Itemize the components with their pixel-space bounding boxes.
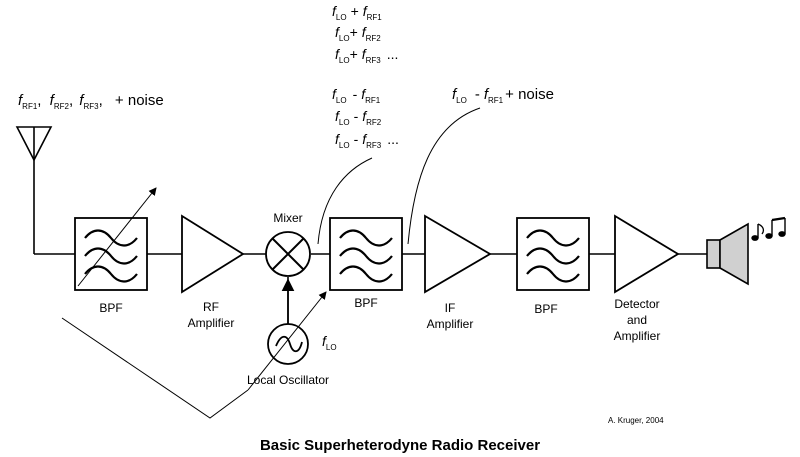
bpf-2	[329, 217, 403, 291]
if-signal-label: fLO-fRF1+ noise	[452, 86, 554, 105]
speaker-icon	[706, 222, 749, 286]
rf-amp-label-1: RF	[203, 300, 219, 314]
rf-amplifier	[181, 214, 245, 294]
bpf-3-label: BPF	[534, 302, 557, 316]
mixer-sum-2: fLO+fRF2	[335, 24, 381, 43]
mixer-diff-1: fLO-fRF1	[332, 86, 381, 105]
bpf-1	[74, 187, 157, 291]
detector-label-3: Amplifier	[614, 329, 661, 343]
diagram-title: Basic Superheterodyne Radio Receiver	[260, 437, 540, 454]
mixer-sum-3: fLO+fRF3...	[335, 46, 398, 65]
rf-amp-label-2: Amplifier	[188, 316, 235, 330]
music-notes-icon	[751, 216, 786, 241]
mixer-label: Mixer	[273, 211, 302, 225]
bpf-2-label: BPF	[354, 296, 377, 310]
detector-label-2: and	[627, 313, 647, 327]
tuning-link	[61, 291, 327, 419]
if-amplifier	[424, 214, 492, 294]
detector-label-1: Detector	[614, 297, 659, 311]
pointer-mixer-output	[317, 157, 373, 245]
bpf-1-label: BPF	[99, 301, 122, 315]
detector-amplifier	[614, 214, 680, 294]
bpf-3	[516, 217, 590, 291]
if-amp-label-2: Amplifier	[427, 317, 474, 331]
local-oscillator	[267, 323, 309, 365]
credit: A. Kruger, 2004	[608, 416, 664, 425]
lo-label: fLO	[322, 333, 337, 352]
mixer-diff-2: fLO-fRF2	[335, 108, 382, 127]
mixer-sum-1: fLO+fRF1	[332, 3, 382, 22]
mixer-diff-3: fLO-fRF3...	[335, 131, 399, 150]
pointer-if-output	[407, 107, 481, 245]
input-signal-label: fRF1, fRF2, fRF3, + noise	[18, 92, 164, 111]
if-amp-label-1: IF	[445, 301, 456, 315]
local-oscillator-label: Local Oscillator	[247, 373, 329, 387]
antenna-icon	[15, 126, 53, 254]
mixer	[265, 231, 311, 277]
